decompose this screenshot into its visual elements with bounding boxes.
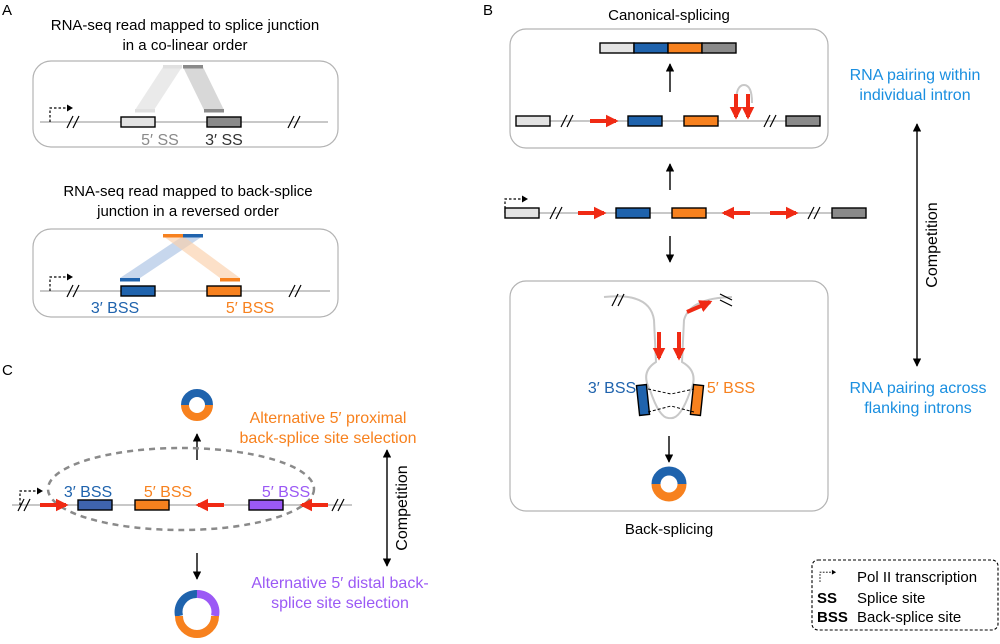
label-5bss-distal: 5′ BSS: [262, 484, 310, 501]
panel-label-a: A: [2, 2, 12, 19]
competition-label-c: Competition: [394, 465, 411, 550]
canonical-splicing-title: Canonical-splicing: [608, 7, 730, 24]
label-5bss-proximal: 5′ BSS: [144, 484, 192, 501]
canonical-splicing-box: [509, 28, 829, 149]
panel-label-c: C: [2, 362, 13, 379]
exon-3bss: [120, 285, 156, 297]
proximal-label-2: back-splice site selection: [240, 430, 417, 447]
label-3ss: 3′ SS: [205, 132, 243, 149]
label-5bss: 5′ BSS: [707, 380, 755, 397]
circrna-distal-icon: [174, 590, 220, 638]
legend-key: SS: [817, 590, 837, 607]
label-5ss: 5′ SS: [141, 132, 179, 149]
circrna-icon: [651, 466, 687, 502]
pairing-across-label-1: RNA pairing across: [850, 380, 987, 397]
panel-a-top-title-2: in a co-linear order: [122, 37, 247, 54]
label-3bss: 3′ BSS: [64, 484, 112, 501]
exon-3ss: [206, 116, 242, 128]
distal-label-1: Alternative 5′ distal back-: [251, 575, 428, 592]
distal-label-2: splice site selection: [271, 595, 409, 612]
pre-mrna: [504, 194, 867, 220]
panel-a-colinear-box: 5′ SS 3′ SS: [32, 60, 339, 149]
panel-label-b: B: [483, 2, 493, 19]
pairing-within-label-2: individual intron: [859, 87, 970, 104]
legend-desc: Pol II transcription: [857, 569, 977, 586]
panel-a-bottom-title-2: junction in a reversed order: [96, 203, 279, 220]
legend-desc: Back-splice site: [857, 609, 961, 626]
panel-a-bottom-title-1: RNA-seq read mapped to back-splice: [63, 183, 312, 200]
back-splicing-title: Back-splicing: [625, 521, 713, 538]
label-3bss: 3′ BSS: [588, 380, 636, 397]
panel-a-reversed-box: 3′ BSS 5′ BSS: [32, 228, 339, 318]
legend-key: BSS: [817, 609, 848, 626]
label-3bss: 3′ BSS: [91, 300, 139, 317]
circrna-proximal-icon: [181, 389, 213, 421]
panel-a-top-title-1: RNA-seq read mapped to splice junction: [51, 17, 319, 34]
proximal-label-1: Alternative 5′ proximal: [250, 410, 407, 427]
legend: Pol II transcription SS Splice site BSS …: [811, 559, 999, 631]
legend-desc: Splice site: [857, 590, 925, 607]
exon-5bss: [206, 285, 242, 297]
pol2-transcription-icon: [19, 486, 44, 506]
back-splicing-box: 3′ BSS 5′ BSS: [509, 280, 829, 512]
spliced-mrna: [599, 42, 737, 54]
exon-5ss: [120, 116, 156, 128]
pairing-across-label-2: flanking introns: [864, 400, 972, 417]
label-5bss: 5′ BSS: [226, 300, 274, 317]
panel-c-pre-mrna: 3′ BSS 5′ BSS 5′ BSS: [12, 446, 352, 532]
competition-label-b: Competition: [924, 202, 941, 287]
dashed-outer-ellipse: [46, 446, 316, 532]
pairing-within-label-1: RNA pairing within: [850, 67, 981, 84]
red-pairing-arrow: [686, 300, 713, 314]
